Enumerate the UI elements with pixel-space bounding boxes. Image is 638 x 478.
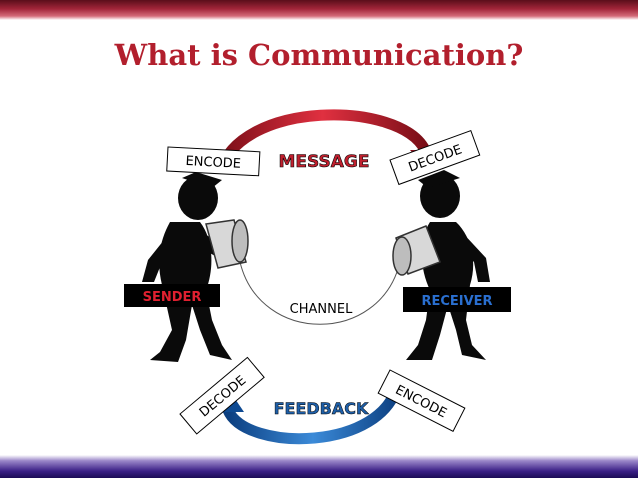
top-header-bar (0, 0, 638, 20)
encode-top-label: ENCODE (185, 154, 241, 172)
slide-title: What is Communication? (114, 38, 524, 72)
message-label: MESSAGE (279, 152, 370, 172)
sender-label: SENDER (143, 290, 202, 305)
channel-label: CHANNEL (290, 302, 353, 317)
receiver-label: RECEIVER (421, 294, 492, 309)
receiver-can (392, 225, 441, 276)
decode-top-box: DECODE (389, 129, 481, 186)
receiver-label-box: RECEIVER (403, 287, 511, 312)
channel-line (239, 261, 401, 325)
bottom-footer-bar (0, 455, 638, 478)
sender-can (205, 219, 249, 269)
sender-label-box: SENDER (124, 284, 220, 307)
feedback-label: FEEDBACK (274, 399, 369, 418)
encode-top-box: ENCODE (166, 146, 261, 177)
